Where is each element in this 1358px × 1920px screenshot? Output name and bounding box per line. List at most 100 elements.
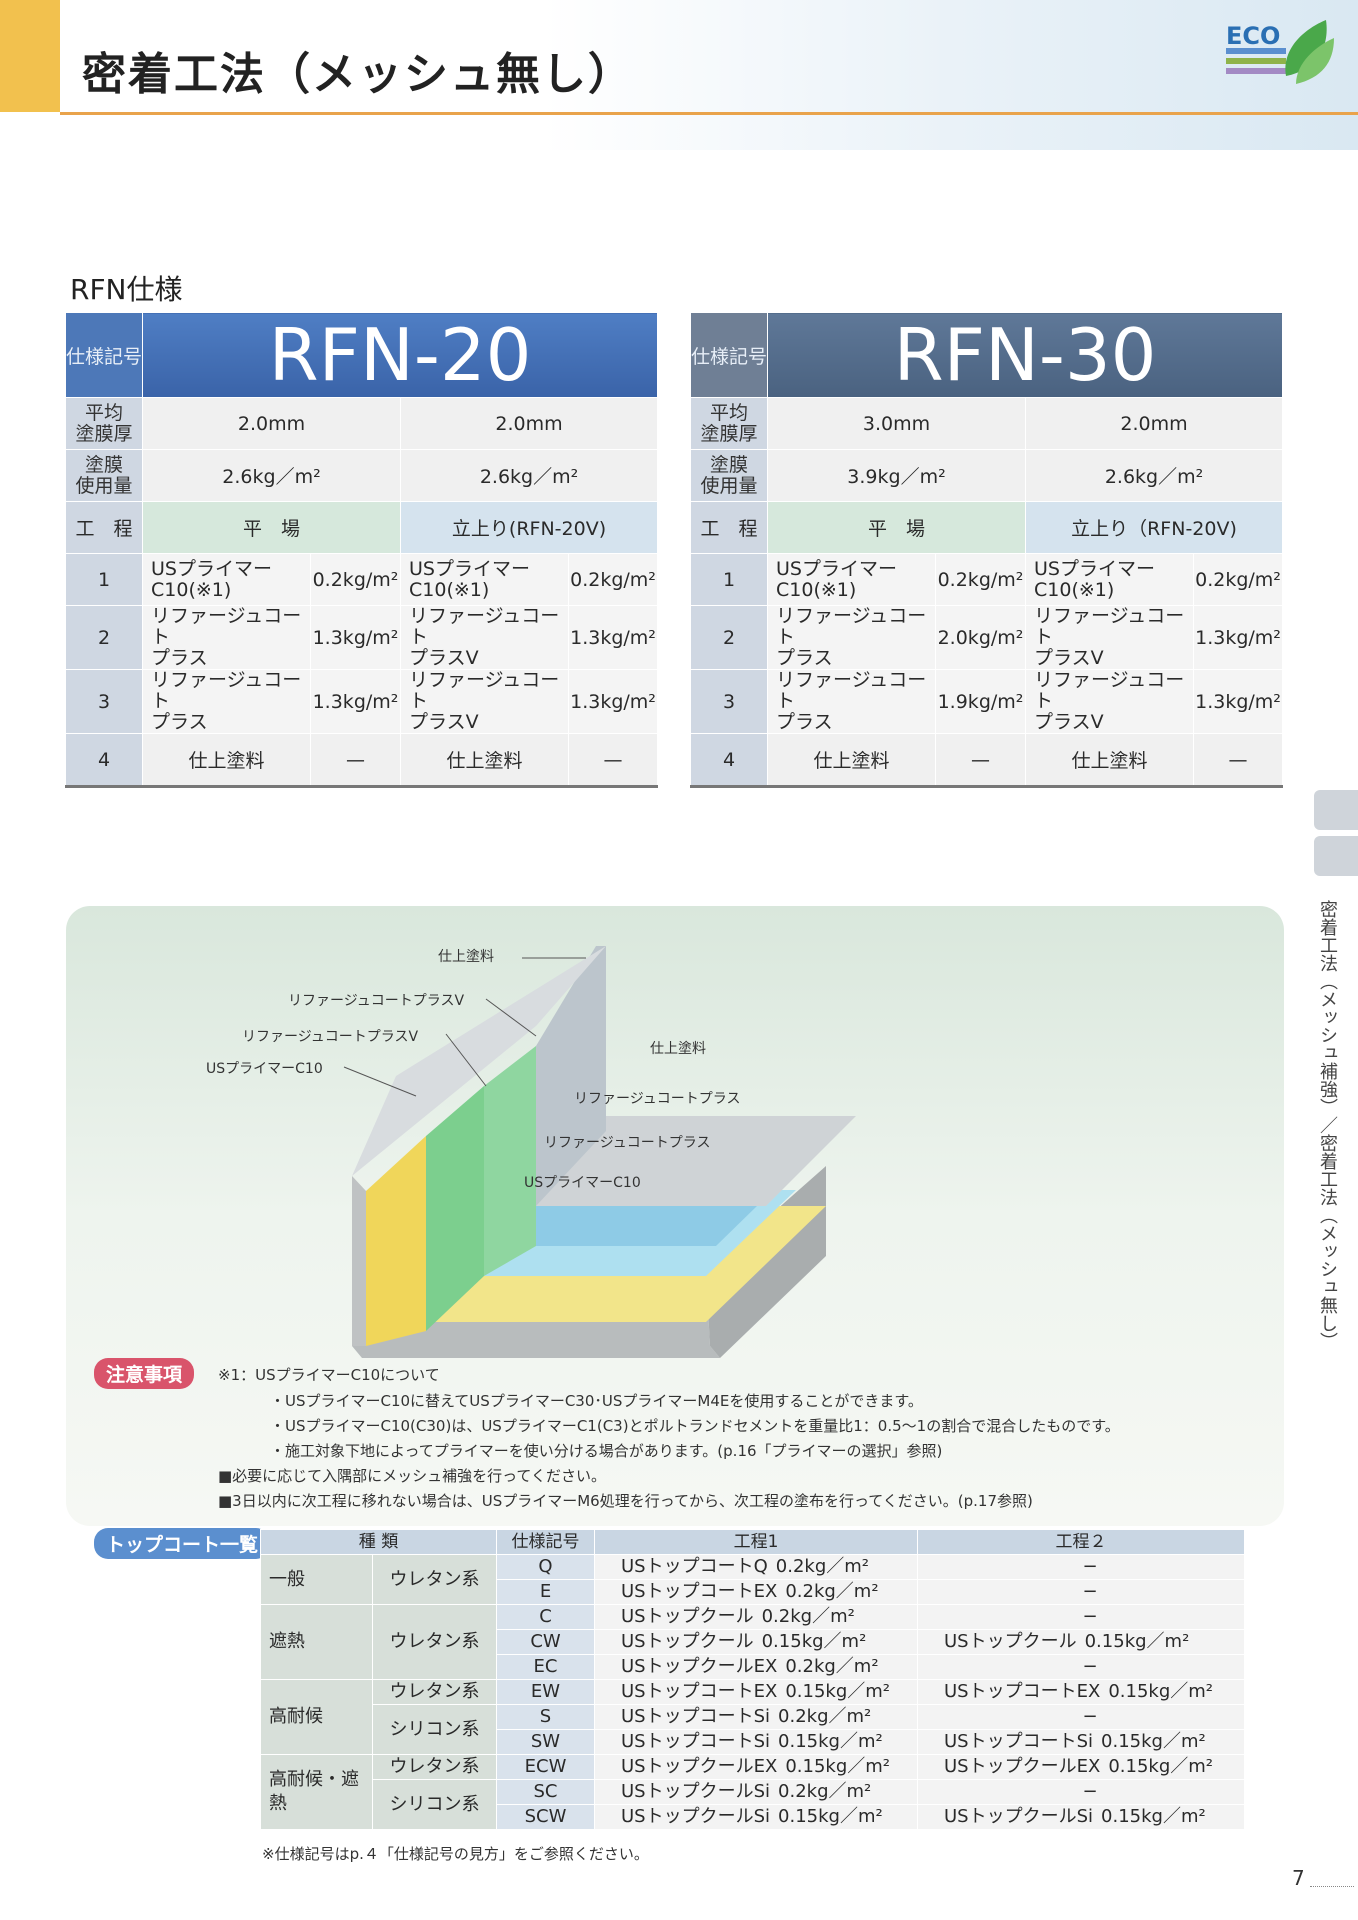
product-amount: 0.15kg／m² — [1101, 1806, 1206, 1827]
type-label: シリコン系 — [372, 1779, 497, 1830]
step-amount: — — [1192, 733, 1284, 787]
group-label: 遮熱 — [260, 1604, 373, 1680]
process-label: 工 程 — [65, 501, 143, 554]
product-name: USトップクールSi — [944, 1806, 1094, 1827]
column-flat: 平 場 — [142, 501, 401, 554]
step-material: 仕上塗料 — [142, 733, 311, 787]
header-accent-bar — [0, 0, 60, 112]
page-header — [0, 0, 1358, 150]
label-layer-v2: リファージュコートプラスV — [288, 993, 465, 1009]
product-amount: 0.15kg／m² — [785, 1681, 890, 1702]
note-line: ・USプライマーC10に替えてUSプライマーC30･USプライマーM4Eを使用す… — [270, 1392, 923, 1410]
usage-value: 2.6kg／m² — [1024, 449, 1284, 502]
product-name: USトップクールEX — [621, 1656, 778, 1677]
step-amount: — — [567, 733, 659, 787]
type-label: ウレタン系 — [372, 1754, 497, 1780]
step-material: 仕上塗料 — [767, 733, 936, 787]
header-type: 種 類 — [260, 1529, 497, 1555]
product-amount: 0.2kg／m² — [785, 1656, 879, 1677]
step-material: 仕上塗料 — [400, 733, 569, 787]
product-name: USトップコートEX — [944, 1681, 1101, 1702]
step-material: リファージュコート プラス — [142, 669, 311, 734]
spec-table-rfn20: 仕様記号 RFN-20 平均 塗膜厚 2.0mm 2.0mm 塗膜 使用量 2.… — [65, 312, 659, 788]
step-amount: 1.3kg/m² — [567, 669, 659, 734]
product-amount: 0.2kg／m² — [775, 1556, 870, 1577]
product-name: USトップコートEX — [621, 1681, 778, 1702]
spec-code: SC — [496, 1779, 595, 1805]
step-amount: 0.2kg/m² — [935, 553, 1026, 606]
step-number: 4 — [690, 733, 768, 787]
group-label: 一般 — [260, 1554, 373, 1605]
product-name: USトップクールSi — [621, 1781, 771, 1802]
thickness-label: 平均 塗膜厚 — [690, 397, 768, 450]
header-step1: 工程1 — [594, 1529, 918, 1555]
step-amount: — — [935, 733, 1026, 787]
group-label: 高耐候 — [260, 1679, 373, 1755]
thickness-value: 3.0mm — [767, 397, 1026, 450]
notes-badge: 注意事項 — [94, 1358, 195, 1389]
step-material: リファージュコート プラスV — [400, 605, 569, 670]
usage-value: 2.6kg／m² — [142, 449, 401, 502]
step-amount: 1.3kg/m² — [567, 605, 659, 670]
product-amount: 0.2kg／m² — [761, 1606, 855, 1627]
product-amount: 0.15kg／m² — [1108, 1756, 1213, 1777]
type-label: シリコン系 — [372, 1704, 497, 1755]
usage-label: 塗膜 使用量 — [690, 449, 768, 502]
topcoat-footnote: ※仕様記号はp.４「仕様記号の見方」をご参照ください。 — [262, 1845, 649, 1863]
spec-title: RFN-30 — [766, 312, 1284, 398]
product-name: USトップコートSi — [621, 1731, 771, 1752]
header-code: 仕様記号 — [496, 1529, 595, 1555]
step-material: USプライマーC10(※1) — [142, 553, 311, 606]
side-tab[interactable] — [1314, 836, 1358, 876]
side-tab[interactable] — [1314, 790, 1358, 830]
spec-code-label: 仕様記号 — [65, 312, 143, 398]
step-amount: 1.9kg/m² — [935, 669, 1026, 734]
note-line: ・USプライマーC10(C30)は、USプライマーC1(C3)とポルトランドセメ… — [270, 1417, 1120, 1435]
product-amount: 0.2kg／m² — [778, 1706, 872, 1727]
spec-code: CW — [496, 1629, 595, 1655]
product-name: USトップコートQ — [621, 1556, 768, 1577]
page-title: 密着工法（メッシュ無し） — [82, 49, 634, 100]
step-number: 1 — [65, 553, 143, 606]
product-name: USトップクールEX — [944, 1756, 1101, 1777]
step-number: 2 — [65, 605, 143, 670]
product-amount: 0.15kg／m² — [1101, 1731, 1206, 1752]
product-name: USトップクール — [621, 1606, 754, 1627]
product-amount: 0.15kg／m² — [778, 1806, 883, 1827]
spec-code: ECW — [496, 1754, 595, 1780]
product-name: − — [1082, 1556, 1098, 1577]
step-amount: 1.3kg/m² — [310, 605, 401, 670]
product-amount: 0.15kg／m² — [761, 1631, 867, 1652]
step-number: 1 — [690, 553, 768, 606]
step-amount: — — [310, 733, 401, 787]
step-material: リファージュコート プラス — [767, 669, 936, 734]
type-label: ウレタン系 — [372, 1604, 497, 1680]
step-number: 4 — [65, 733, 143, 787]
note-line: ・施工対象下地によってプライマーを使い分ける場合があります。(p.16「プライマ… — [270, 1442, 943, 1460]
product-name: USトップクール — [944, 1631, 1077, 1652]
spec-code: SW — [496, 1729, 595, 1755]
product-name: USトップコートSi — [621, 1706, 771, 1727]
spec-code: S — [496, 1704, 595, 1730]
note-line: ■必要に応じて入隅部にメッシュ補強を行ってください。 — [218, 1467, 606, 1485]
step-number: 3 — [65, 669, 143, 734]
type-label: ウレタン系 — [372, 1554, 497, 1605]
thickness-value: 2.0mm — [1024, 397, 1284, 450]
step-amount: 0.2kg/m² — [567, 553, 659, 606]
step-amount: 1.3kg/m² — [310, 669, 401, 734]
cross-section-diagram: 仕上塗料 リファージュコートプラスV リファージュコートプラスV USプライマー… — [66, 906, 1284, 1526]
type-label: ウレタン系 — [372, 1679, 497, 1705]
process-label: 工 程 — [690, 501, 768, 554]
step-amount: 0.2kg/m² — [1192, 553, 1284, 606]
column-upright: 立上り（RFN-20V) — [1024, 501, 1284, 554]
product-name: USトップクールSi — [621, 1806, 771, 1827]
label-primer-floor: USプライマーC10 — [524, 1175, 641, 1191]
step-amount: 0.2kg/m² — [310, 553, 401, 606]
